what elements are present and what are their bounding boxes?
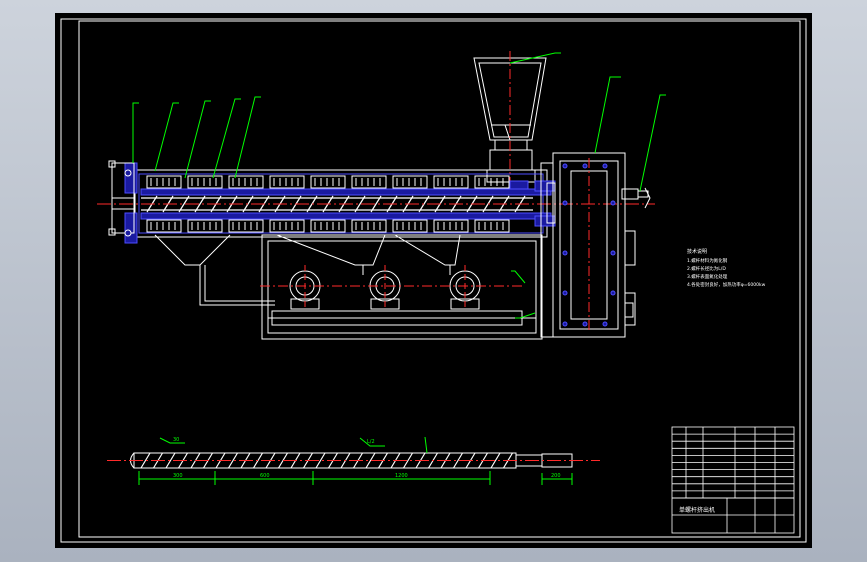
heater-band-top [146, 175, 182, 189]
barrel-screw-flight [178, 195, 190, 213]
leader-line [639, 94, 666, 192]
leader-line [594, 76, 621, 154]
outer-border [60, 18, 807, 543]
note-line-4: 4.各处密封良好，加热功率φ=6000kw [687, 281, 766, 288]
notes-heading: 技术说明 [687, 248, 707, 255]
dim-label-upper-2: L/2 [367, 439, 375, 445]
heater-band-bottom [310, 219, 346, 233]
dim-label-upper-1: 30 [173, 437, 179, 443]
screw-flight [140, 452, 151, 469]
dimension-labels: 30 L/2 300 600 1200 200 [173, 437, 561, 479]
extruder-assembly [97, 51, 666, 340]
heater-band-bottom [351, 219, 387, 233]
heater-band-bottom [187, 219, 223, 233]
heater-band-bottom [392, 219, 428, 233]
screw-part-view: 30 L/2 300 600 1200 200 [107, 436, 600, 485]
leader-line [154, 102, 179, 172]
title-block [671, 426, 795, 534]
drawing-sheet: 技术说明 1.螺杆材料为氮化钢 2.螺杆长径比为L/D 3.螺杆表面氮化处理 4… [55, 13, 812, 548]
heater-band-bottom [146, 219, 182, 233]
heater-band-top [269, 175, 305, 189]
heater-band-bottom [433, 219, 469, 233]
dim-label-4: 200 [551, 473, 561, 479]
handwheel [621, 187, 651, 326]
leader-line [212, 98, 241, 179]
screw-flight [452, 452, 464, 469]
barrel-screw-flight [354, 195, 366, 213]
dim-label-2: 600 [260, 473, 270, 479]
technical-notes: 技术说明 1.螺杆材料为氮化钢 2.螺杆长径比为L/D 3.螺杆表面氮化处理 4… [687, 248, 766, 288]
leader-line [234, 96, 261, 179]
note-line-2: 2.螺杆长径比为L/D [687, 265, 726, 272]
heater-band-top [310, 175, 346, 189]
heater-band-top [474, 175, 510, 189]
inner-border [78, 20, 801, 538]
screw-flight [490, 452, 501, 469]
title-block-title: 单螺杆挤出机 [679, 506, 715, 514]
heater-band-top [392, 175, 428, 189]
heater-band-top [351, 175, 387, 189]
dim-label-1: 300 [173, 473, 183, 479]
heater-band-top [228, 175, 264, 189]
heater-band-bottom [269, 219, 305, 233]
leader-lines [132, 52, 666, 319]
barrel-screw-flight [370, 195, 382, 213]
screw-dimensions [138, 436, 573, 485]
leader-line [132, 102, 139, 163]
screw-flight [315, 452, 326, 469]
heater-band-top [433, 175, 469, 189]
leader-line [511, 270, 526, 284]
heater-cables [154, 234, 461, 306]
support-frame [261, 234, 543, 340]
dim-label-3: 1200 [395, 473, 408, 479]
heater-band-bottom [474, 219, 510, 233]
screw-flight [227, 452, 239, 469]
leader-line [184, 100, 211, 179]
note-line-1: 1.螺杆材料为氮化钢 [687, 257, 728, 264]
note-line-3: 3.螺杆表面氮化处理 [687, 273, 728, 280]
heater-band-top [187, 175, 223, 189]
die-head [108, 160, 135, 237]
leader-line [515, 312, 536, 319]
leader-line [509, 52, 561, 64]
screw-flight [165, 452, 176, 469]
screw-flight [402, 452, 414, 469]
barrel-walls [124, 162, 556, 244]
heater-band-bottom [228, 219, 264, 233]
screw-flight [365, 452, 376, 469]
extruder-drawing: 技术说明 1.螺杆材料为氮化钢 2.螺杆长径比为L/D 3.螺杆表面氮化处理 4… [60, 18, 807, 543]
heater-bands [146, 175, 510, 233]
gearbox-bolts [562, 163, 616, 327]
barrel-screw-flight [194, 195, 206, 213]
